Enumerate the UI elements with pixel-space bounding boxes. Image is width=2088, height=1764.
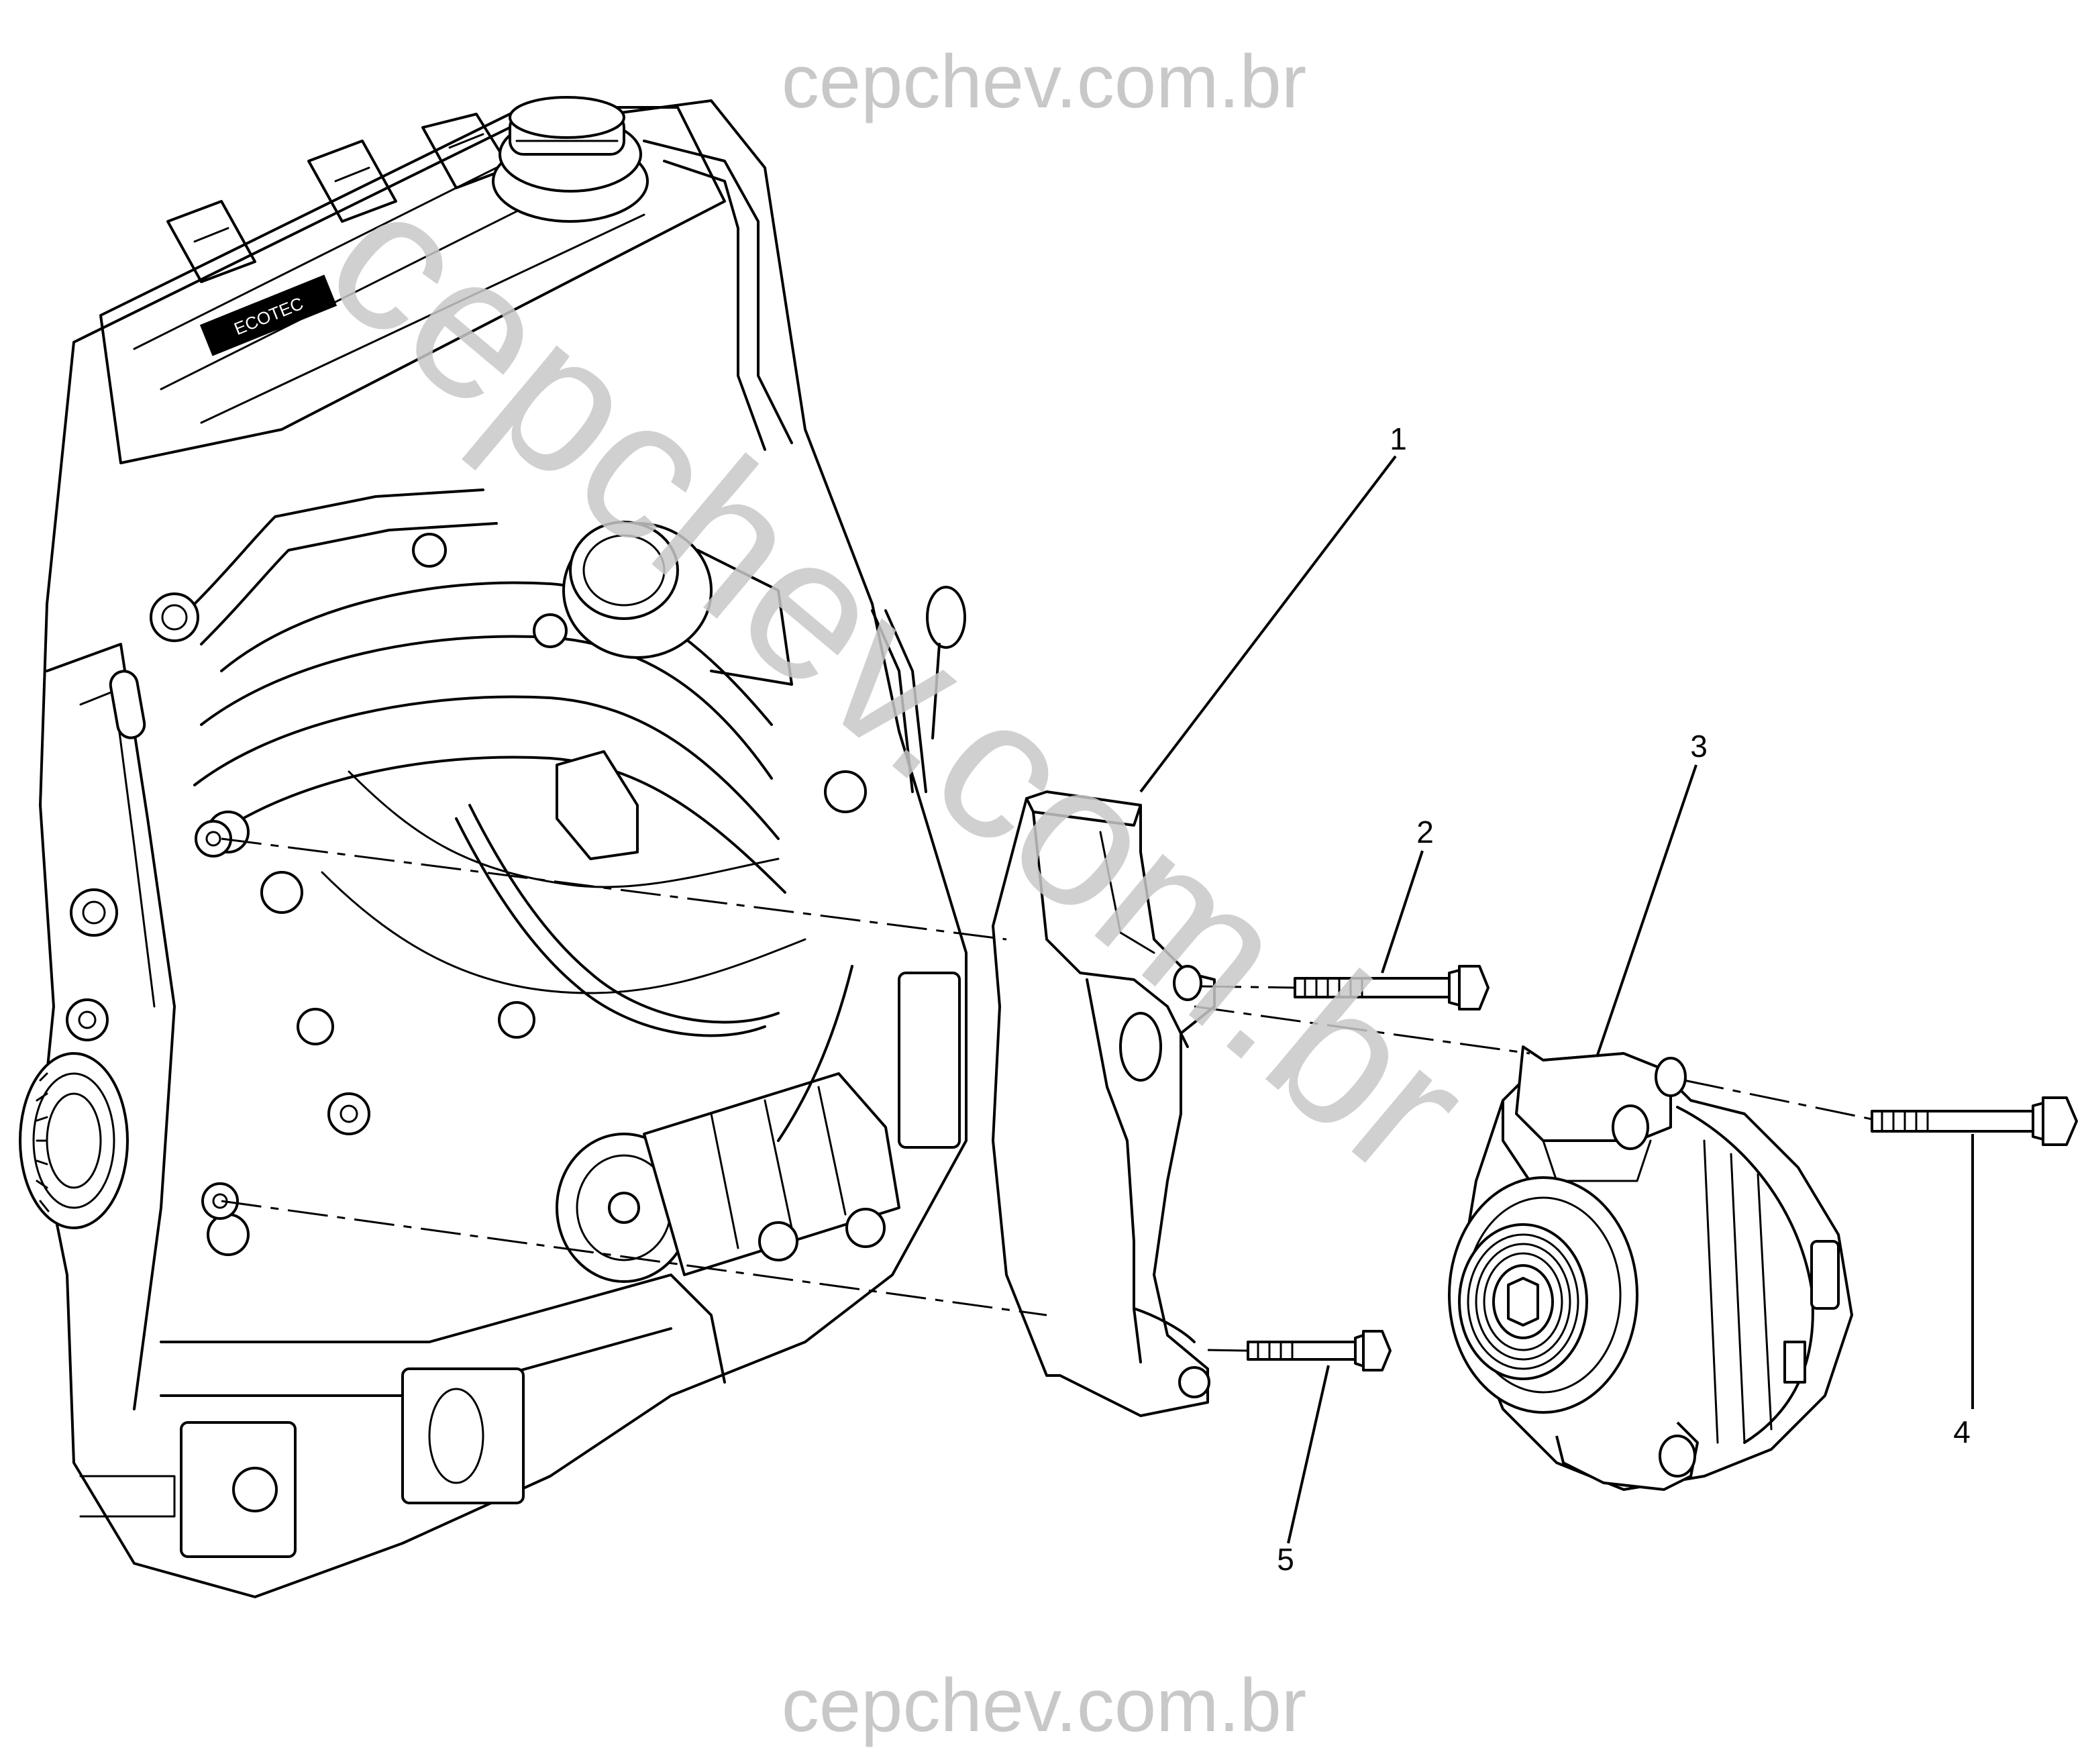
long-bolt xyxy=(1871,1096,2078,1146)
starter-motor xyxy=(556,972,961,1283)
timing-cover xyxy=(46,643,303,1410)
oil-fill-cap xyxy=(492,96,649,223)
block-bolts xyxy=(66,533,886,1261)
breather-hose xyxy=(643,140,793,444)
generator-bracket xyxy=(992,790,1216,1417)
sensor-connector xyxy=(556,750,639,860)
engine-assembly: ECOTEC xyxy=(19,96,968,1598)
upper-mount-boss xyxy=(195,820,232,858)
crankshaft-pulley xyxy=(19,1052,129,1229)
oil-pan xyxy=(79,1274,726,1558)
upper-bolt xyxy=(1294,965,1490,1010)
generator-pulley xyxy=(1458,1223,1588,1380)
lower-mount-boss xyxy=(201,1182,239,1220)
callout-1-label: 1 xyxy=(1390,421,1407,456)
callout-3-label: 3 xyxy=(1690,729,1708,764)
alignment-lines xyxy=(221,837,1873,1352)
ignition-coil-2 xyxy=(307,140,397,223)
callout-5-label: 5 xyxy=(1277,1542,1294,1577)
callout-2-label: 2 xyxy=(1416,815,1434,849)
ignition-coil-1 xyxy=(166,200,256,283)
intake-manifold xyxy=(193,581,806,994)
throttle-body xyxy=(562,521,793,686)
watermark-top: cepchev.com.br xyxy=(782,40,1306,123)
generator xyxy=(1448,1045,1853,1491)
watermark-bottom: cepchev.com.br xyxy=(782,1663,1306,1747)
lower-bolt xyxy=(1247,1330,1392,1371)
callout-leaders xyxy=(1139,455,1974,1544)
callout-4-label: 4 xyxy=(1953,1414,1971,1449)
